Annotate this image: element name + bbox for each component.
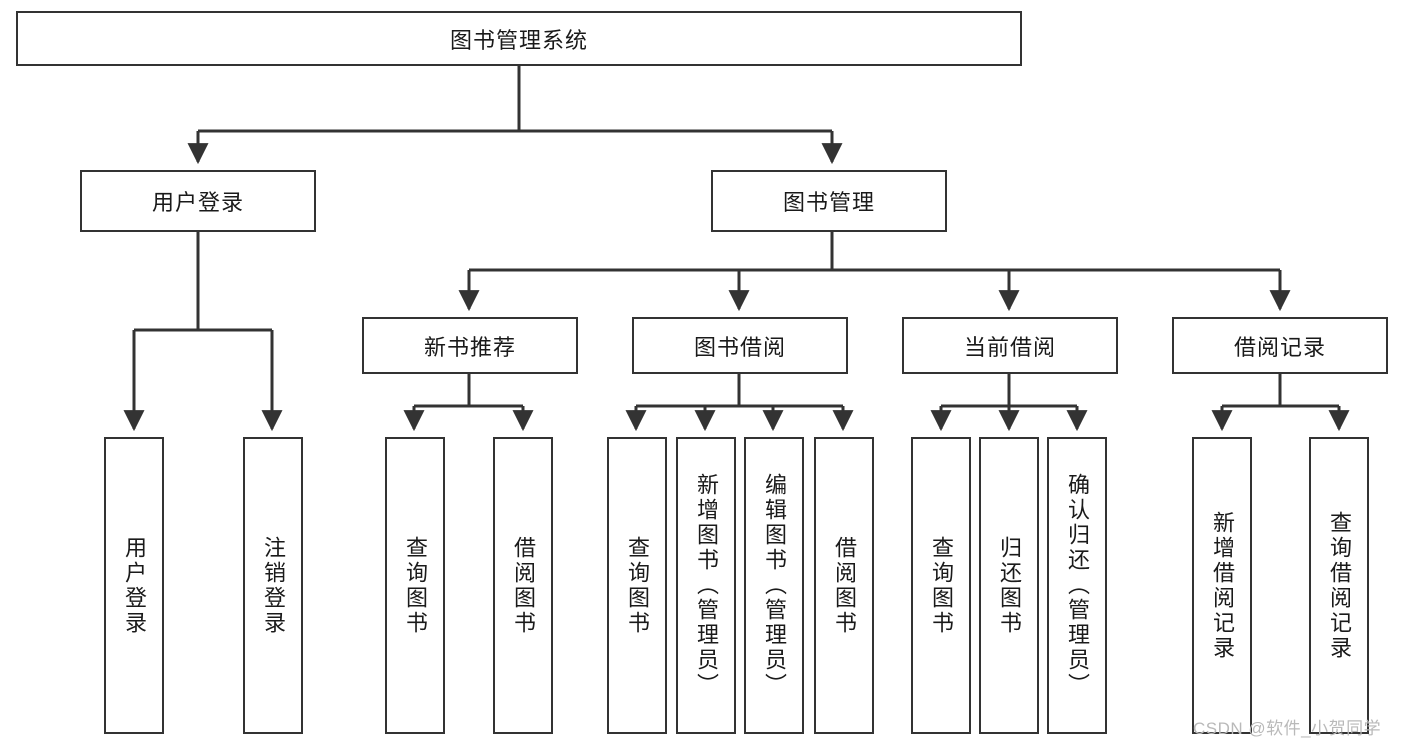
leaf-confirm-return-admin-label: 确认归还（管理员） (1065, 473, 1090, 698)
leaf-query-book-3-label: 查询图书 (929, 535, 954, 636)
leaf-borrow-book-1-label: 借阅图书 (511, 535, 536, 636)
node-current-borrow[interactable]: 当前借阅 (902, 317, 1118, 374)
node-book-management-label: 图书管理 (782, 190, 875, 215)
node-new-book-recommend[interactable]: 新书推荐 (362, 317, 578, 374)
leaf-edit-book-admin-label: 编辑图书（管理员） (762, 473, 787, 698)
leaf-query-book-2-label: 查询图书 (625, 535, 650, 636)
leaf-add-borrow-record[interactable]: 新增借阅记录 (1192, 437, 1252, 734)
leaf-query-book-1[interactable]: 查询图书 (385, 437, 445, 734)
leaf-return-book-label: 归还图书 (997, 535, 1022, 636)
leaf-query-book-3[interactable]: 查询图书 (911, 437, 971, 734)
node-borrow-record-label: 借阅记录 (1233, 334, 1326, 360)
node-book-borrow[interactable]: 图书借阅 (632, 317, 848, 374)
node-borrow-record[interactable]: 借阅记录 (1172, 317, 1388, 374)
leaf-add-borrow-record-label: 新增借阅记录 (1210, 510, 1235, 661)
leaf-query-borrow-record-label: 查询借阅记录 (1327, 510, 1352, 661)
leaf-confirm-return-admin[interactable]: 确认归还（管理员） (1047, 437, 1107, 734)
node-current-borrow-label: 当前借阅 (963, 334, 1056, 360)
leaf-add-book-admin-label: 新增图书（管理员） (694, 473, 719, 698)
leaf-user-login-label: 用户登录 (122, 535, 147, 636)
watermark: CSDN @软件_小贺同学 (1193, 719, 1382, 738)
leaf-borrow-book-1[interactable]: 借阅图书 (493, 437, 553, 734)
node-book-borrow-label: 图书借阅 (693, 334, 786, 360)
leaf-query-book-2[interactable]: 查询图书 (607, 437, 667, 734)
leaf-return-book[interactable]: 归还图书 (979, 437, 1039, 734)
leaf-borrow-book-2-label: 借阅图书 (832, 535, 857, 636)
node-user-login-label: 用户登录 (151, 190, 244, 215)
node-root-label: 图书管理系统 (449, 27, 588, 53)
node-book-management[interactable]: 图书管理 (711, 170, 947, 232)
node-user-login[interactable]: 用户登录 (80, 170, 316, 232)
leaf-user-login[interactable]: 用户登录 (104, 437, 164, 734)
leaf-logout-label: 注销登录 (261, 535, 286, 636)
leaf-logout[interactable]: 注销登录 (243, 437, 303, 734)
leaf-add-book-admin[interactable]: 新增图书（管理员） (676, 437, 736, 734)
node-new-book-recommend-label: 新书推荐 (423, 334, 516, 360)
node-root[interactable]: 图书管理系统 (16, 11, 1022, 66)
leaf-edit-book-admin[interactable]: 编辑图书（管理员） (744, 437, 804, 734)
leaf-borrow-book-2[interactable]: 借阅图书 (814, 437, 874, 734)
leaf-query-book-1-label: 查询图书 (403, 535, 428, 636)
leaf-query-borrow-record[interactable]: 查询借阅记录 (1309, 437, 1369, 734)
